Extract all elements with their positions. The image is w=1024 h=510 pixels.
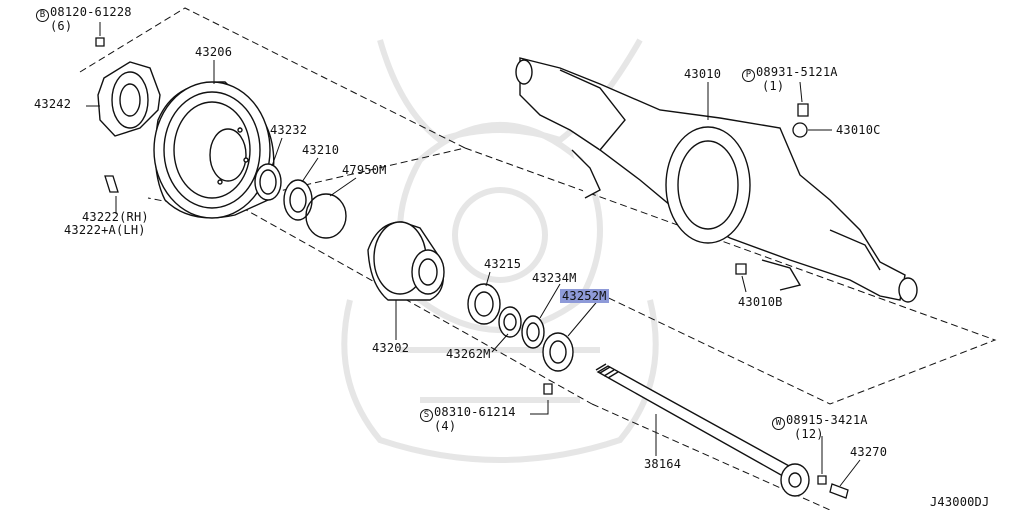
part-43210: 43210 (302, 143, 340, 157)
part-43206: 43206 (195, 45, 233, 59)
part-43262M: 43262M (446, 347, 491, 361)
prefix-b: B (36, 9, 49, 22)
dashed-group-outlines (79, 7, 997, 510)
fastener-qty-w: (12) (794, 427, 824, 441)
axle-housing-43010 (515, 57, 918, 303)
prefix-w: W (772, 417, 785, 430)
brake-drum-43206 (153, 81, 275, 219)
seal-bearing-ring (254, 163, 347, 239)
part-43010: 43010 (684, 67, 722, 81)
part-43234M: 43234M (532, 271, 577, 285)
part-43232: 43232 (270, 123, 308, 137)
part-43010B: 43010B (738, 295, 783, 309)
part-43010C: 43010C (836, 123, 881, 137)
part-43222-lh: 43222+A(LH) (64, 223, 146, 237)
part-38164: 38164 (644, 457, 682, 471)
backing-plate-43242 (97, 61, 161, 137)
axle-shaft-38164 (595, 363, 810, 497)
bearing-stack (467, 283, 574, 372)
fasteners (95, 37, 849, 499)
fastener-qty-b: (6) (50, 19, 73, 33)
number-p: 08931-5121A (756, 65, 838, 79)
diagram-code: J43000DJ (930, 495, 990, 509)
fastener-qty-p: (1) (762, 79, 785, 93)
number-w: 08915-3421A (786, 413, 868, 427)
number-b: 08120-61228 (50, 5, 132, 19)
fastener-qty-s: (4) (434, 419, 457, 433)
prefix-s: S (420, 409, 433, 422)
part-43202: 43202 (372, 341, 410, 355)
part-43252M[interactable]: 43252M (560, 289, 609, 303)
part-43222-rh: 43222(RH) (82, 210, 149, 224)
number-s: 08310-61214 (434, 405, 516, 419)
part-47950M: 47950M (342, 163, 387, 177)
part-43215: 43215 (484, 257, 522, 271)
prefix-p: P (742, 69, 755, 82)
part-43242: 43242 (34, 97, 72, 111)
part-43270: 43270 (850, 445, 888, 459)
part-43252M-highlight[interactable]: 43252M (560, 289, 609, 303)
leader-lines (86, 22, 861, 487)
axle-hub-43202 (367, 221, 445, 301)
